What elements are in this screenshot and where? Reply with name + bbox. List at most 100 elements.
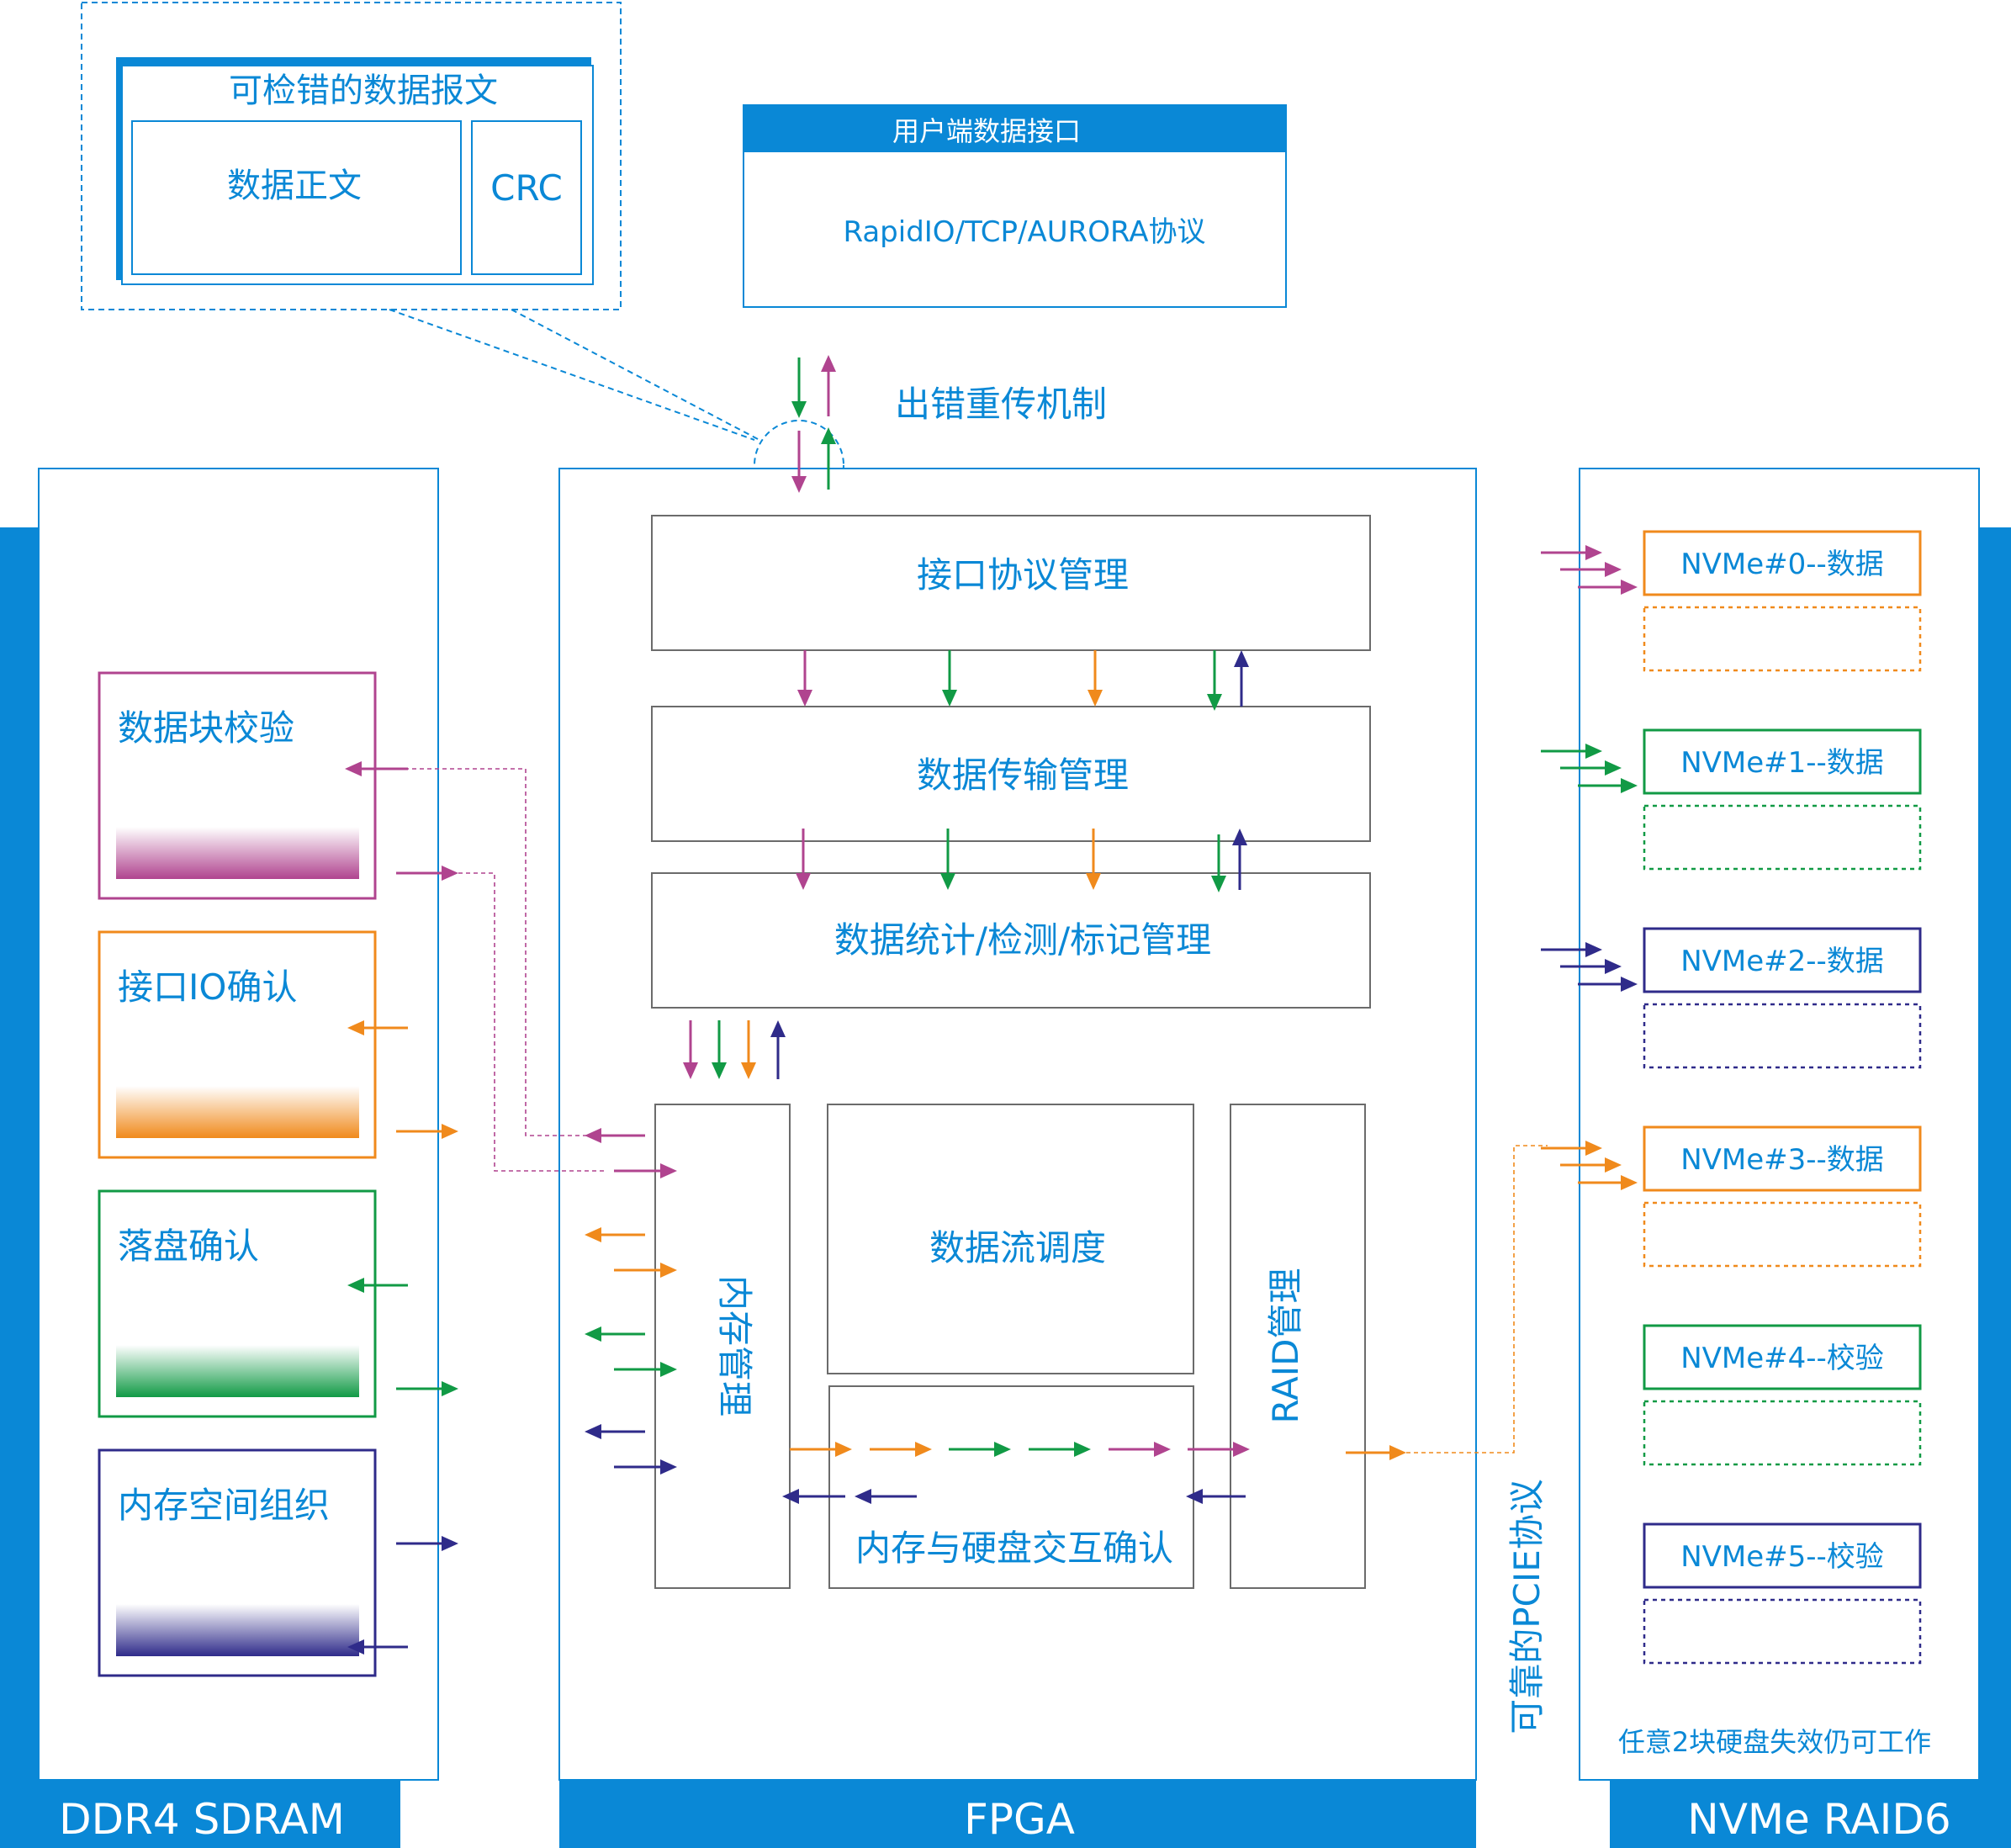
flow-arrow [396,1536,458,1551]
interaction-confirm-label: 内存与硬盘交互确认 [855,1528,1173,1569]
ddr4-item-gradient-bar [116,1086,359,1138]
ddr4-item-label: 数据块校验 [118,707,294,749]
flow-arrow [1578,1175,1638,1190]
fpga-panel: FPGA 接口协议管理 数据传输管理 数据统计/检测/标记管理 内存管理 数据流… [558,468,1477,1848]
packet-title: 可检错的数据报文 [229,71,498,110]
nvme-disk-box [1643,1324,1922,1390]
flow-arrow [741,1020,756,1079]
flow-arrow [821,355,836,416]
flow-arrow [791,431,807,493]
flow-arrow [1578,778,1638,793]
flow-arrow [1560,760,1622,776]
flow-arrow [1541,942,1602,957]
data-flow-arrows [345,355,1638,1655]
flow-arrow [347,1020,408,1035]
nvme-disk: NVMe#4--校验 [1643,1324,1922,1466]
ddr4-item-gradient-bar [116,827,359,879]
ddr4-item: 内存空间组织 [98,1448,377,1677]
flow-arrow [1029,1442,1091,1457]
flow-arrow [940,829,955,890]
dashed-connector [458,872,606,1172]
stats-mgmt-label: 数据统计/检测/标记管理 [834,919,1211,961]
nvme-disk: NVMe#5--校验 [1643,1522,1922,1665]
stats-mgmt-box [651,872,1371,1009]
nvme-disk: NVMe#0--数据 [1643,530,1922,672]
flow-arrow [1232,829,1247,890]
nvme-disk: NVMe#2--数据 [1643,927,1922,1069]
nvme-disk-reserve-box [1643,606,1922,672]
fpga-bottom-bar [559,1780,1476,1848]
retransmit-label: 出错重传机制 [895,384,1107,425]
flow-arrow [614,1263,677,1278]
flow-arrow [942,650,957,707]
flow-arrow [614,1163,677,1178]
packet-crc-label: CRC [490,167,563,209]
user-interface-box: 用户端数据接口 RapidIO/TCP/AURORA协议 [743,104,1287,308]
flow-arrow [347,1639,408,1655]
flow-arrow [1109,1442,1171,1457]
zoom-line-left [389,309,755,441]
raid6-label: NVMe RAID6 [1687,1795,1950,1844]
ddr4-label: DDR4 SDRAM [59,1795,345,1844]
flow-arrow [1560,959,1622,974]
flow-arrow [1541,744,1602,759]
zoom-circle [754,420,844,511]
zoom-line-right [511,309,760,441]
pcie-label: 可靠的PCIE协议 [1506,1479,1548,1734]
flow-arrow [1188,1442,1250,1457]
packet-body-label: 数据正文 [227,167,362,205]
flow-arrow [585,1424,645,1439]
transfer-mgmt-label: 数据传输管理 [917,755,1129,796]
ddr4-item-gradient-bar [116,1604,359,1656]
raid-mgmt-box [1230,1104,1366,1589]
flow-arrow [949,1442,1011,1457]
raid6-bottom-bar [1610,1780,2011,1848]
ddr4-item-label: 内存空间组织 [118,1485,330,1526]
ddr4-item: 落盘确认 [98,1189,377,1418]
flow-arrow [797,650,812,707]
ddr4-item-label: 接口IO确认 [118,966,297,1008]
interface-mgmt-label: 接口协议管理 [917,554,1129,596]
packet-detail: 可检错的数据报文 数据正文 CRC [81,2,844,511]
nvme-disk-box [1643,1125,1922,1192]
flow-arrow [396,1381,458,1396]
nvme-disk-box [1643,728,1922,795]
dashed-connector [382,768,606,1136]
nvme-disk: NVMe#3--数据 [1643,1125,1922,1268]
nvme-disk-label: NVMe#2--数据 [1680,945,1884,978]
flow-arrow [1211,834,1226,892]
nvme-disk-reserve-box [1643,1598,1922,1665]
flow-arrow [791,357,807,418]
flow-arrow [712,1020,727,1079]
ddr4-bottom-bar [0,1780,400,1848]
flow-arrow [585,1227,645,1242]
ddr4-item: 接口IO确认 [98,930,377,1159]
flow-arrow [1541,1141,1602,1156]
flow-arrow [1560,1157,1622,1173]
flow-arrow [614,1362,677,1377]
flow-arrow [585,1326,645,1342]
nvme-disk-reserve-box [1643,804,1922,871]
flow-arrow [1541,545,1602,560]
raid-mgmt-label: RAID管理 [1265,1268,1306,1424]
flow-arrow [770,1020,786,1079]
flow-arrow [683,1020,698,1079]
ddr4-item: 数据块校验 [98,671,377,900]
ddr4-item-gradient-bar [116,1345,359,1397]
nvme-disk-label: NVMe#5--校验 [1680,1540,1884,1574]
flow-arrow [1186,1489,1246,1504]
nvme-disk-reserve-box [1643,1201,1922,1268]
flow-arrow [345,761,408,776]
flow-arrow [821,427,836,490]
flow-arrow [347,1278,408,1293]
raid6-note: 任意2块硬盘失效仍可工作 [1618,1726,1931,1758]
dashed-connector [1406,1145,1548,1454]
nvme-disk-label: NVMe#0--数据 [1680,548,1884,581]
nvme-disk-label: NVMe#3--数据 [1680,1143,1884,1177]
user-interface-header [744,105,1286,152]
nvme-disk-box [1643,530,1922,596]
flow-arrow [1578,580,1638,595]
flow-dispatch-label: 数据流调度 [929,1227,1106,1268]
